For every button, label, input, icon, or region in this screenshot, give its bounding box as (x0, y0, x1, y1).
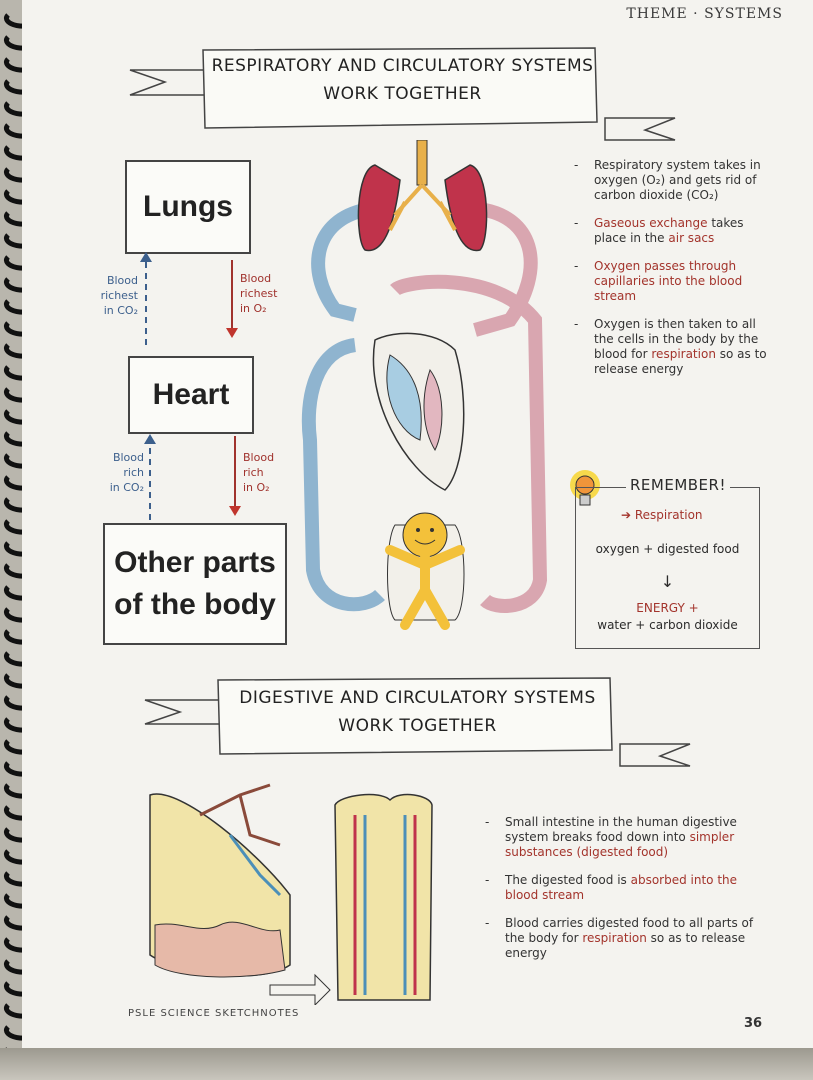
resp-bullet-1: Respiratory system takes in oxygen (O₂) … (574, 158, 774, 203)
section1-title-line1: RESPIRATORY AND CIRCULATORY SYSTEMS (211, 56, 594, 76)
flow-down1-l3: in O₂ (240, 302, 267, 315)
section2-title-line2: WORK TOGETHER (338, 716, 497, 736)
lightbulb-icon (570, 470, 600, 506)
resp-bullet-1-text: Respiratory system takes in oxygen (O₂) … (594, 158, 761, 202)
flow-up2-l1: Blood (112, 451, 144, 464)
flow-down2-l2: rich (243, 466, 264, 479)
dig-bullet-1-pre: Small intestine in the human digestive s… (505, 815, 737, 844)
flow-up1-l1: Blood (106, 274, 138, 287)
flow-down1-l2: richest (240, 287, 278, 300)
flow-arrows (140, 252, 241, 520)
dig-bullet-3-pre: Blood carries digested food to all parts… (505, 916, 754, 945)
section1-title-line2: WORK TOGETHER (323, 84, 482, 104)
flow-up1-l2: richest (100, 289, 138, 302)
flow-down1-l1: Blood (240, 272, 272, 285)
respiratory-bullets: Respiratory system takes in oxygen (O₂) … (574, 158, 774, 390)
resp-bullet-2-hl: Gaseous exchange (594, 216, 708, 230)
remember-reactants: oxygen + digested food (595, 542, 740, 556)
section2-banner: DIGESTIVE AND CIRCULATORY SYSTEMS WORK T… (140, 672, 695, 772)
flow-label-down2: Blood rich in O₂ (243, 450, 274, 495)
resp-bullet-3-hl: Oxygen passes through capillaries into t… (594, 259, 743, 303)
theme-header: THEME · SYSTEMS (626, 6, 783, 22)
section1-banner: RESPIRATORY AND CIRCULATORY SYSTEMS WORK… (125, 40, 680, 145)
flow-down2-l1: Blood (243, 451, 275, 464)
remember-respiration: ➔ Respiration (621, 508, 703, 522)
down-arrow-icon: ↓ (660, 572, 675, 591)
dig-bullet-1: Small intestine in the human digestive s… (485, 815, 765, 860)
resp-bullet-3: Oxygen passes through capillaries into t… (574, 259, 774, 304)
resp-bullet-4: Oxygen is then taken to all the cells in… (574, 317, 774, 377)
book-footer: PSLE SCIENCE SKETCHNOTES (128, 1008, 300, 1019)
section2-title-line1: DIGESTIVE AND CIRCULATORY SYSTEMS (239, 688, 596, 708)
remember-products: water + carbon dioxide (597, 618, 738, 632)
remember-box: REMEMBER! ➔ Respiration oxygen + digeste… (575, 476, 760, 649)
flow-label-down1: Blood richest in O₂ (240, 271, 277, 316)
flow-down2-l3: in O₂ (243, 481, 270, 494)
banner-ribbon-2 (144, 677, 691, 767)
resp-bullet-2-mid: takes place in the (594, 216, 744, 245)
dig-bullet-2: The digested food is absorbed into the b… (485, 873, 765, 903)
dig-bullet-3: Blood carries digested food to all parts… (485, 916, 765, 961)
flow-label-up2: Blood rich in CO₂ (104, 450, 144, 495)
heart-box: Heart (128, 356, 254, 434)
dig-bullet-3-post: so as to release energy (505, 931, 746, 960)
lungs-label: Lungs (143, 190, 233, 223)
lungs-box: Lungs (125, 160, 251, 254)
remember-title: REMEMBER! (626, 476, 730, 494)
resp-bullet-4-post: so as to release energy (594, 347, 767, 376)
small-intestine-illustration (149, 783, 433, 1005)
flow-up2-l2: rich (123, 466, 144, 479)
banner-ribbon (129, 47, 676, 141)
other-parts-label: Other parts of the body (114, 546, 276, 621)
page-number: 36 (744, 1016, 763, 1031)
resp-bullet-2: Gaseous exchange takes place in the air … (574, 216, 774, 246)
dig-bullet-2-pre: The digested food is (505, 873, 631, 887)
resp-bullet-4-hl: respiration (651, 347, 716, 361)
remember-energy: ENERGY + (636, 601, 699, 615)
page-shadow (0, 1048, 813, 1080)
heart-label: Heart (152, 378, 230, 411)
resp-bullet-2-hl2: air sacs (668, 231, 715, 245)
resp-bullet-4-pre: Oxygen is then taken to all the cells in… (594, 317, 759, 361)
flow-up1-l3: in CO₂ (103, 304, 138, 317)
dig-bullet-2-hl: absorbed into the blood stream (505, 873, 738, 902)
flow-label-up1: Blood richest in CO₂ (92, 273, 138, 318)
circulation-illustration (301, 140, 548, 630)
flow-up2-l3: in CO₂ (109, 481, 144, 494)
other-parts-box: Other parts of the body (103, 523, 287, 645)
dig-bullet-3-hl: respiration (582, 931, 647, 945)
digestive-bullets: Small intestine in the human digestive s… (485, 815, 765, 974)
dig-bullet-1-hl: simpler substances (digested food) (505, 830, 735, 859)
